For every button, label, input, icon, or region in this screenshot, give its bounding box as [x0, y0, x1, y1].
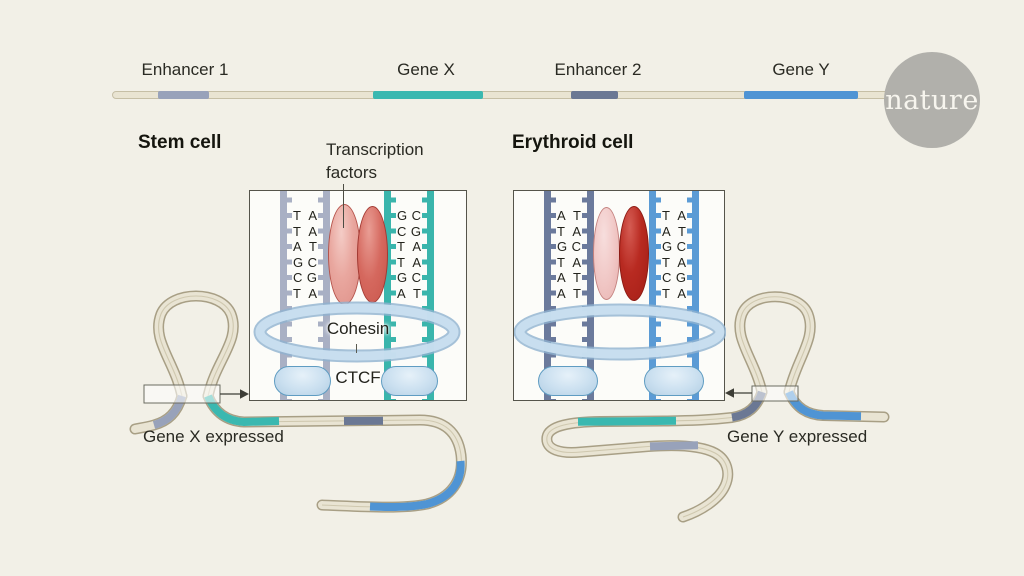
legend-label-enhancer-1: Enhancer 1 [141, 60, 229, 79]
stem-cell-title: Stem cell [138, 132, 222, 153]
dna-loop-left [153, 290, 239, 402]
transcription-factor-oval-right [357, 206, 388, 303]
geney-segment-left [369, 460, 465, 511]
cohesin-ring [253, 301, 461, 363]
legend-label-gene-x: Gene X [397, 60, 455, 79]
dna-loop-right [734, 291, 816, 398]
legend-label-gene-y: Gene Y [772, 60, 830, 79]
dna-rail [692, 191, 699, 400]
cohesin-label: Cohesin [326, 319, 390, 338]
gene-x-expressed-caption: Gene X expressed [143, 427, 284, 446]
ctcf-blob-left [274, 366, 331, 396]
zoom-rectangle-left [143, 384, 221, 404]
nature-logo-text: nature [885, 84, 979, 116]
track-segment-enhancer-1 [158, 91, 209, 99]
transcription-factor-oval-right [619, 206, 649, 301]
transcription-factor-oval-left [593, 207, 620, 300]
strand-lower-left [202, 390, 467, 513]
transcription-factors-pointer-line [343, 184, 345, 228]
track-segment-enhancer-2 [571, 91, 618, 99]
transcription-factor-oval-left [328, 204, 361, 305]
dna-rail [384, 191, 391, 400]
ctcf-blob-right [644, 366, 704, 396]
dna-rungs [687, 191, 692, 400]
gene-y-expressed-caption: Gene Y expressed [727, 427, 868, 446]
track-segment-gene-y [744, 91, 858, 99]
dna-rail [587, 191, 594, 400]
dna-rail [280, 191, 287, 400]
nature-logo: nature [884, 52, 980, 148]
dna-rail [544, 191, 551, 400]
dna-rungs [391, 191, 396, 400]
dna-rungs [551, 191, 556, 400]
ctcf-label: CTCF [335, 368, 381, 387]
dna-rail [323, 191, 330, 400]
ctcf-blob-right [381, 366, 438, 396]
dna-rungs [287, 191, 292, 400]
enhancer1-segment-right [649, 441, 699, 451]
zoom-rectangle-right [751, 385, 799, 402]
dna-rungs [318, 191, 323, 400]
dna-rungs [582, 191, 587, 400]
dna-rail [649, 191, 656, 400]
erythroid-cell-title: Erythroid cell [512, 132, 634, 153]
dna-rail [427, 191, 434, 400]
genex-segment-right [577, 416, 677, 426]
cohesin-pointer-tick [356, 344, 358, 353]
transcription-factors-label: Transcription factors [326, 140, 424, 182]
cohesin-ring [514, 303, 726, 361]
dna-rungs [656, 191, 661, 400]
track-segment-gene-x [373, 91, 483, 99]
ctcf-blob-left [538, 366, 598, 396]
legend-label-enhancer-2: Enhancer 2 [554, 60, 642, 79]
dna-rungs [422, 191, 427, 400]
